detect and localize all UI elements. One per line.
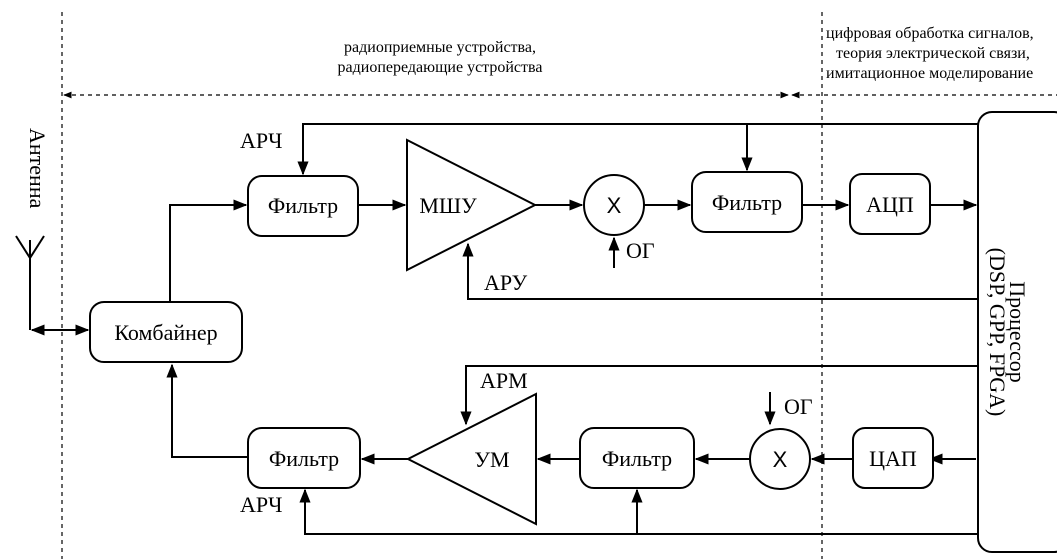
dac-label: ЦАП [869,446,917,471]
tx-filter-to-combiner-link [166,363,248,458]
antenna-icon [15,235,45,330]
rx-filter2-block [691,171,803,233]
tx-apc-feedback-line [460,365,978,426]
rx-mixer-label: X [607,193,622,218]
header-left-line1: радиоприемные устройства, [344,39,536,56]
header-left-line2: радиопередающие устройства [338,59,543,76]
processor-label-line1: Процессор [1005,281,1030,383]
tx-mixer-label: X [773,447,788,472]
pa-triangle [405,392,537,526]
tx-filter2-label: Фильтр [602,446,672,471]
combiner-to-rx-filter-link [169,199,248,302]
antenna-label: Антенна [25,128,50,209]
rx-agc-feedback-line [462,242,978,300]
rx-lo-label: ОГ [626,238,655,263]
rx-afc-feedback-line [297,123,978,176]
processor-label-line2: (DSP, GPP, FPGA) [985,248,1010,417]
tx-apc-label: АРМ [480,368,528,393]
tx-afc-feedback-line [299,488,978,535]
processor-block [977,111,1057,553]
tx-afc-label: АРЧ [240,492,282,517]
rx-filter2-label: Фильтр [712,190,782,215]
adc-label: АЦП [866,192,914,217]
header-right-line2: теория электрической связи, [836,45,1030,62]
combiner-label: Комбайнер [114,320,217,345]
header-right-line1: цифровая обработка сигналов, [826,25,1034,42]
rx-afc-label: АРЧ [240,128,282,153]
lna-label: МШУ [419,193,477,218]
header-right-line3: имитационное моделирование [826,65,1033,82]
combiner-block [89,301,243,363]
rx-agc-label: АРУ [484,270,528,295]
tx-filter1-label: Фильтр [269,446,339,471]
pa-label: УМ [474,447,509,472]
lna-triangle [406,138,538,272]
tx-lo-label: ОГ [784,394,813,419]
rx-filter1-label: Фильтр [268,193,338,218]
